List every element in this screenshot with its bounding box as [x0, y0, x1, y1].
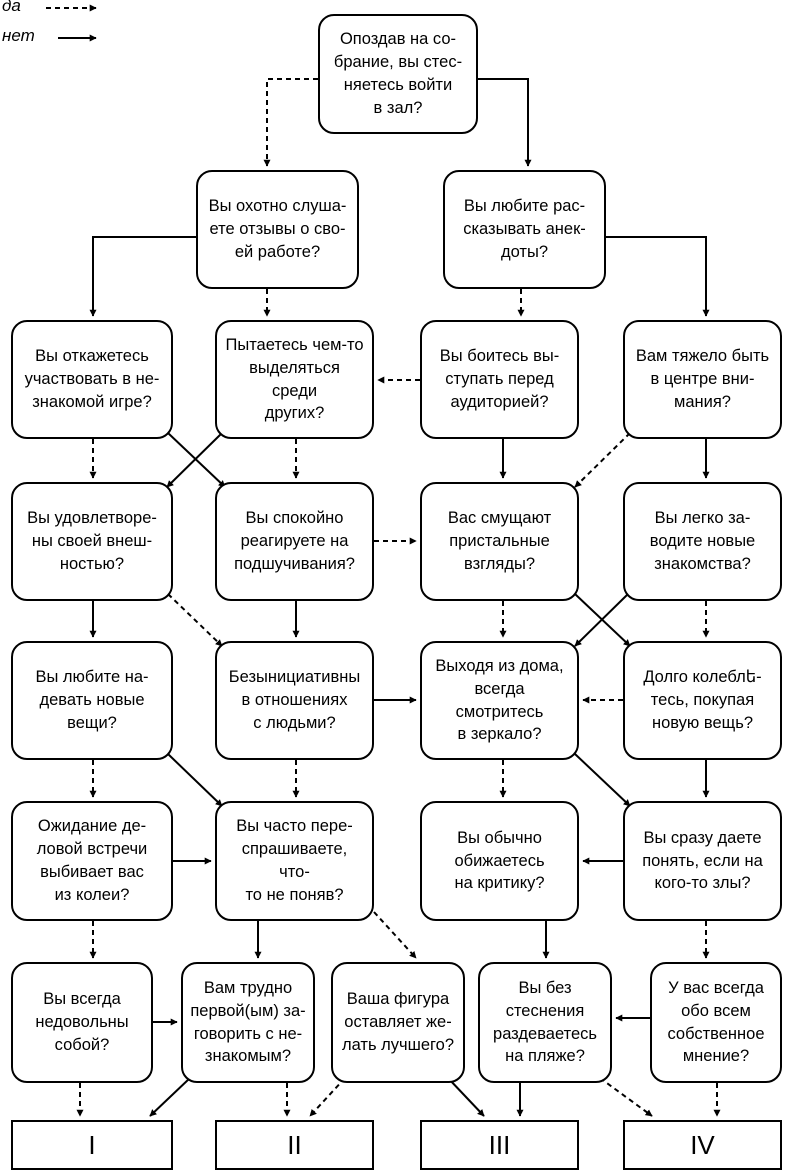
question-feedback: Вы охотно слуша- ете отзывы о сво- ей ра…	[196, 170, 359, 289]
edge-q2-no	[89, 236, 196, 317]
edge-q22-yes	[309, 1077, 346, 1117]
question-new-clothes: Вы любите на- девать новые вещи?	[11, 641, 173, 760]
question-anger: Вы сразу даете понять, если на кого-то з…	[623, 801, 782, 921]
question-stares: Вас смущают пристальные взгляды?	[420, 482, 579, 601]
result-box-3: III	[420, 1120, 579, 1170]
question-beach: Вы без стеснения раздеваетесь на пляже?	[478, 962, 612, 1083]
edge-q22-no	[447, 1077, 485, 1117]
result-box-2: II	[215, 1120, 374, 1170]
edge-q8-yes	[167, 593, 223, 647]
edge-q23-no	[599, 1077, 653, 1117]
legend-yes-label: да	[2, 0, 21, 15]
edge-q14-no	[574, 753, 631, 807]
edge-q21-no	[149, 1077, 191, 1117]
question-appearance: Вы удовлетворе- ны своей внеш- ностью?	[11, 482, 173, 601]
edge-q3-no	[606, 236, 710, 317]
question-criticism: Вы обычно обижаетесь на критику?	[420, 801, 579, 921]
edge-q12-no	[167, 753, 223, 807]
question-stand-out: Пытаетесь чем-то выделяться среди других…	[215, 320, 374, 439]
edge-q1-no	[478, 78, 532, 167]
edge-q7-yes	[574, 432, 631, 488]
question-business-meeting: Ожидание де- ловой встречи выбивает вас …	[11, 801, 173, 921]
question-hesitate-buying: Долго колеблե- тесь, покупая новую вещь?	[623, 641, 782, 760]
edge-q17-yes	[373, 911, 417, 959]
result-box-4: IV	[623, 1120, 782, 1170]
question-new-acquaintances: Вы легко за- водите новые знакомства?	[623, 482, 782, 601]
edge-q1-yes	[263, 78, 318, 167]
question-ask-again: Вы часто пере- спрашиваете, что- то не п…	[215, 801, 374, 921]
question-mirror: Выходя из дома, всегда смотритесь в зерк…	[420, 641, 579, 760]
edge-q11-no	[574, 593, 629, 647]
question-public-speaking: Вы боитесь вы- ступать перед аудиторией?	[420, 320, 579, 439]
question-figure: Ваша фигура оставляет же- лать лучшего?	[331, 962, 465, 1083]
edge-q4-no	[167, 432, 226, 488]
question-late-to-meeting: Опоздав на со- брание, вы стес- няетесь …	[318, 14, 478, 134]
question-center-of-attention: Вам тяжело быть в центре вни- мания?	[623, 320, 782, 439]
question-dissatisfied: Вы всегда недовольны собой?	[11, 962, 153, 1083]
edge-q5-no	[166, 432, 223, 488]
question-passive: Безынициативны в отношениях с людьми?	[215, 641, 374, 760]
question-jokes: Вы любите рас- сказывать анек- доты?	[443, 170, 606, 289]
legend-no-label: нет	[2, 26, 35, 45]
result-box-1: I	[11, 1120, 173, 1170]
question-unfamiliar-game: Вы откажетесь участвовать в не- знакомой…	[11, 320, 173, 439]
question-talk-to-stranger: Вам трудно первой(ым) за- говорить с не-…	[181, 962, 315, 1083]
question-teasing: Вы спокойно реагируете на подшучивания?	[215, 482, 374, 601]
question-own-opinion: У вас всегда обо всем собственное мнение…	[650, 962, 782, 1083]
